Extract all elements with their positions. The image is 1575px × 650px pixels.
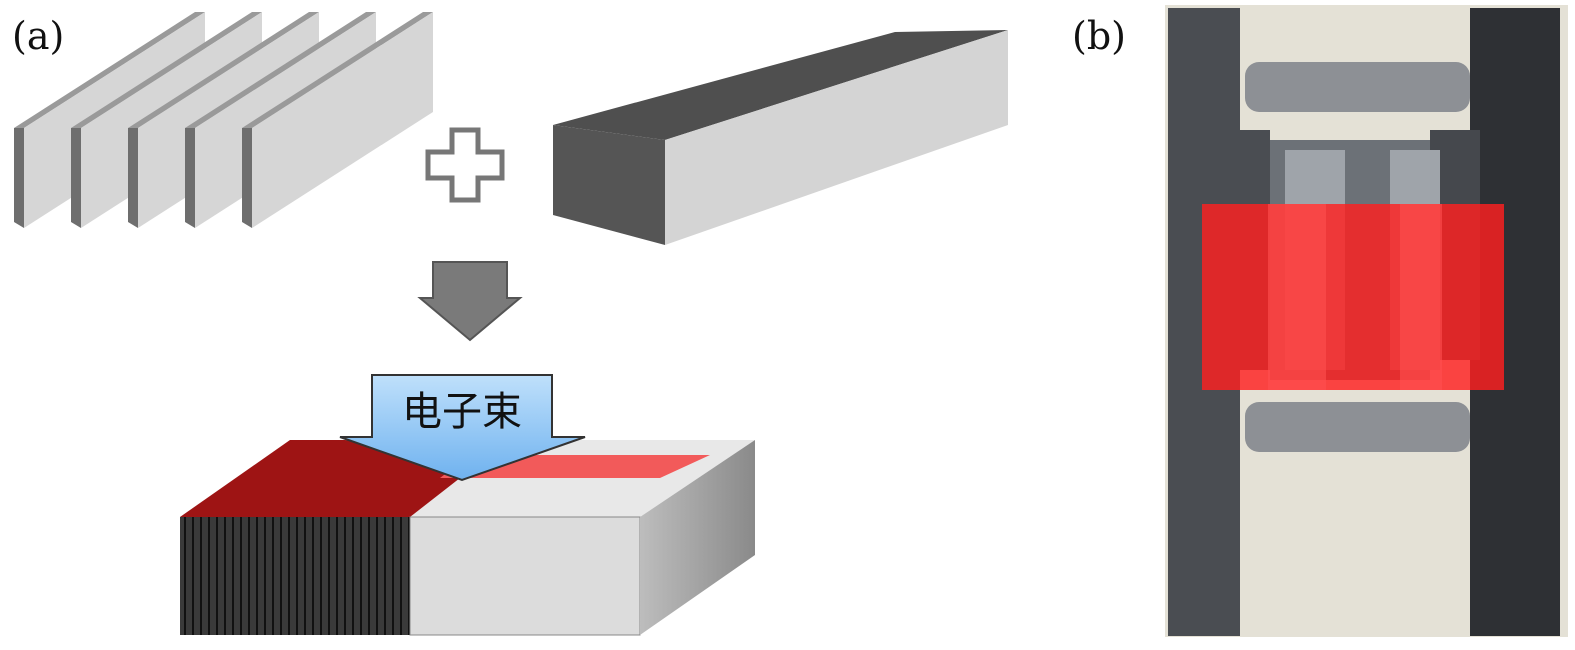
- plus-icon: [425, 127, 505, 203]
- panel-label-b: (b): [1072, 14, 1126, 58]
- electron-beam-arrow: 电子束: [339, 374, 586, 482]
- red-overlay-region: [1202, 204, 1504, 390]
- panel-label-a: (a): [12, 14, 65, 58]
- welded-block: [180, 440, 755, 636]
- down-arrow-icon: [417, 261, 523, 342]
- plate: [242, 12, 433, 228]
- fixture-photo: [1165, 5, 1568, 637]
- screw: [1245, 62, 1470, 452]
- thin-plates: [14, 12, 433, 228]
- electron-beam-label: 电子束: [402, 389, 522, 435]
- solid-bar: [553, 30, 1008, 245]
